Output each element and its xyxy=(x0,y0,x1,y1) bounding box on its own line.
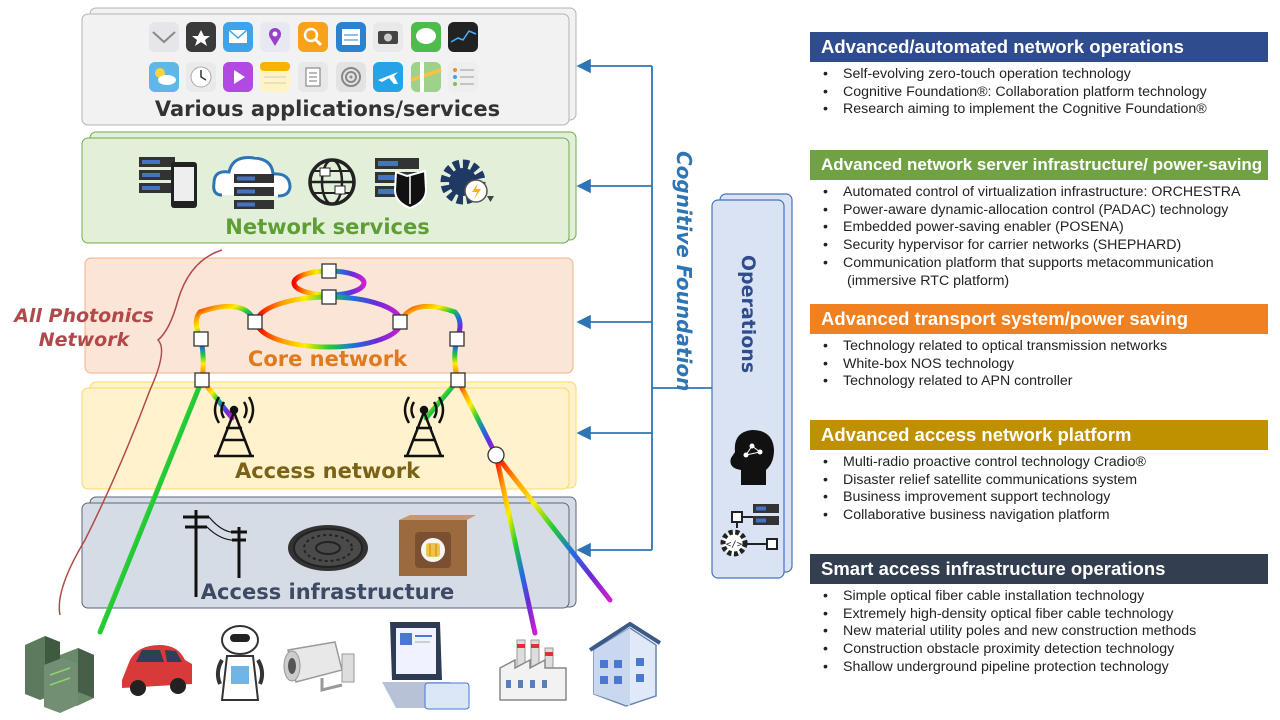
envelope-icon xyxy=(223,22,253,52)
section-header: Advanced access network platform xyxy=(810,420,1268,450)
list-item: Security hypervisor for carrier networks… xyxy=(823,237,1268,255)
clock-icon xyxy=(186,62,216,92)
video-play-icon xyxy=(223,62,253,92)
list-item: White-box NOS technology xyxy=(823,356,1268,374)
network-services-icons xyxy=(139,156,494,210)
operations-label: Operations xyxy=(737,254,759,374)
layer-label-access-infrastructure: Access infrastructure xyxy=(200,580,455,604)
list-item: Communication platform that supports met… xyxy=(823,255,1268,273)
section-header: Smart access infrastructure operations xyxy=(810,554,1268,584)
globe-network-icon xyxy=(308,158,356,206)
utility-pole-icon xyxy=(183,510,247,597)
manhole-icon xyxy=(288,525,368,571)
layer-label-core-network: Core network xyxy=(247,347,408,371)
list-item: New material utility poles and new const… xyxy=(823,623,1268,641)
list-item: Technology related to optical transmissi… xyxy=(823,338,1268,356)
laptop-icon xyxy=(382,622,470,710)
section-list: Simple optical fiber cable installation … xyxy=(810,588,1268,677)
section-access-infrastructure-operations: Smart access infrastructure operations S… xyxy=(810,554,1268,677)
section-transport-system: Advanced transport system/power saving T… xyxy=(810,304,1268,391)
list-item: Technology related to APN controller xyxy=(823,373,1268,391)
list-item: Research aiming to implement the Cogniti… xyxy=(823,101,1268,119)
list-item: Shallow underground pipeline protection … xyxy=(823,659,1268,677)
apn-label: All Photonics Network xyxy=(14,304,154,352)
airplane-icon xyxy=(373,62,403,92)
server-shield-icon xyxy=(375,158,428,210)
cognitive-foundation-connectors xyxy=(576,58,712,558)
section-list: Automated control of virtualization infr… xyxy=(810,184,1268,290)
apn-brace xyxy=(58,249,223,616)
mail-icon xyxy=(149,22,179,52)
clapperboard-icon xyxy=(186,22,216,52)
list-item: Self-evolving zero-touch operation techn… xyxy=(823,66,1268,84)
ai-head-icon xyxy=(730,430,774,485)
factory-icon xyxy=(499,639,567,701)
section-header: Advanced/automated network operations xyxy=(810,32,1268,62)
list-item: Embedded power-saving enabler (POSENA) xyxy=(823,219,1268,237)
map-pin-icon xyxy=(260,22,290,52)
list-item: Construction obstacle proximity detectio… xyxy=(823,641,1268,659)
section-header: Advanced transport system/power saving xyxy=(810,304,1268,334)
svg-text:</>: </> xyxy=(726,540,743,550)
access-infrastructure-icons xyxy=(183,510,476,597)
list-item: Multi-radio proactive control technology… xyxy=(823,454,1268,472)
list-item: Collaborative business navigation platfo… xyxy=(823,507,1268,525)
cloud-server-icon xyxy=(212,156,292,209)
robot-icon xyxy=(215,625,265,701)
apn-label-line-1: All Photonics xyxy=(14,305,154,327)
layer-label-access-network: Access network xyxy=(234,459,421,483)
radar-icon xyxy=(336,62,366,92)
section-header: Advanced network server infrastructure/ … xyxy=(810,150,1268,180)
layer-label-network-services: Network services xyxy=(225,215,430,239)
notes-icon xyxy=(260,62,290,92)
building-icon xyxy=(588,621,662,707)
list-item: Business improvement support technology xyxy=(823,489,1268,507)
server-automation-icon: </> xyxy=(720,504,779,557)
list-item: Cognitive Foundation®: Collaboration pla… xyxy=(823,84,1268,102)
chat-icon xyxy=(411,22,441,52)
gear-power-icon xyxy=(440,159,494,205)
layer-network-services-box xyxy=(81,131,577,244)
layer-label-applications: Various applications/services xyxy=(154,97,501,121)
list-item: Extremely high-density optical fiber cab… xyxy=(823,606,1268,624)
section-list: Technology related to optical transmissi… xyxy=(810,338,1268,391)
calculator-icon xyxy=(336,22,366,52)
layer-access-network-box xyxy=(81,381,577,490)
section-list: Multi-radio proactive control technology… xyxy=(810,454,1268,525)
search-icon xyxy=(298,22,328,52)
security-camera-icon xyxy=(283,641,355,692)
section-server-infrastructure: Advanced network server infrastructure/ … xyxy=(810,150,1268,290)
maps-icon xyxy=(410,62,442,92)
antenna-tower-icon xyxy=(403,396,445,458)
endpoint-icons xyxy=(25,621,662,713)
list-item-continuation: (immersive RTC platform) xyxy=(847,272,1010,289)
access-fibers xyxy=(97,377,613,636)
list-item: Disaster relief satellite communications… xyxy=(823,472,1268,490)
apn-label-line-2: Network xyxy=(38,329,130,351)
stock-chart-icon xyxy=(448,22,478,52)
cable-box-icon xyxy=(399,515,476,576)
server-phone-icon xyxy=(139,157,197,208)
car-icon xyxy=(122,645,192,696)
camera-icon xyxy=(373,22,403,52)
list-icon xyxy=(448,62,478,92)
list-item: Power-aware dynamic-allocation control (… xyxy=(823,202,1268,220)
list-item: Automated control of virtualization infr… xyxy=(823,184,1268,202)
document-icon xyxy=(298,62,328,92)
app-icons-grid xyxy=(149,22,478,92)
cognitive-foundation-label: Cognitive Foundation xyxy=(672,151,696,392)
data-center-icon xyxy=(25,636,94,713)
operations-box xyxy=(711,193,793,579)
list-item: Simple optical fiber cable installation … xyxy=(823,588,1268,606)
section-network-operations: Advanced/automated network operations Se… xyxy=(810,32,1268,119)
section-list: Self-evolving zero-touch operation techn… xyxy=(810,66,1268,119)
fiber-nodes xyxy=(193,263,505,464)
section-access-network-platform: Advanced access network platform Multi-r… xyxy=(810,420,1268,525)
antenna-tower-icon xyxy=(213,396,255,458)
weather-icon xyxy=(149,62,179,92)
